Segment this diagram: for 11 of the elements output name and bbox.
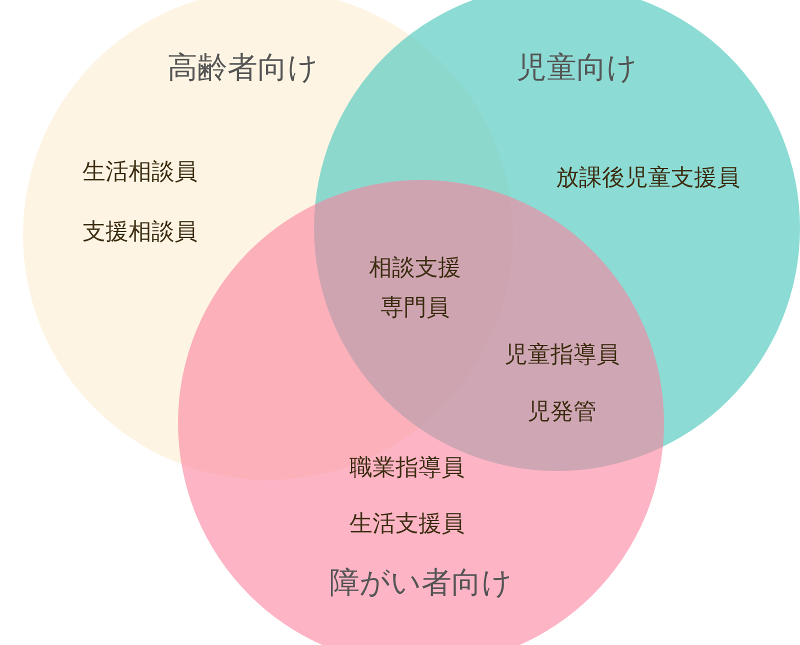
job-title-label: 生活支援員 — [350, 510, 464, 539]
circle-title: 児童向け — [516, 50, 638, 88]
job-title-label: 職業指導員 — [350, 454, 464, 483]
circle-title: 高齢者向け — [168, 50, 318, 88]
circle-title: 障がい者向け — [330, 564, 512, 602]
job-title-label: 支援相談員 — [82, 218, 198, 247]
job-title-label: 生活相談員 — [82, 158, 198, 187]
job-title-label: 児発管 — [528, 398, 596, 427]
job-title-label: 児童指導員 — [504, 341, 620, 370]
job-title-label: 相談支援専門員 — [368, 254, 462, 323]
job-title-label: 放課後児童支援員 — [556, 164, 740, 193]
